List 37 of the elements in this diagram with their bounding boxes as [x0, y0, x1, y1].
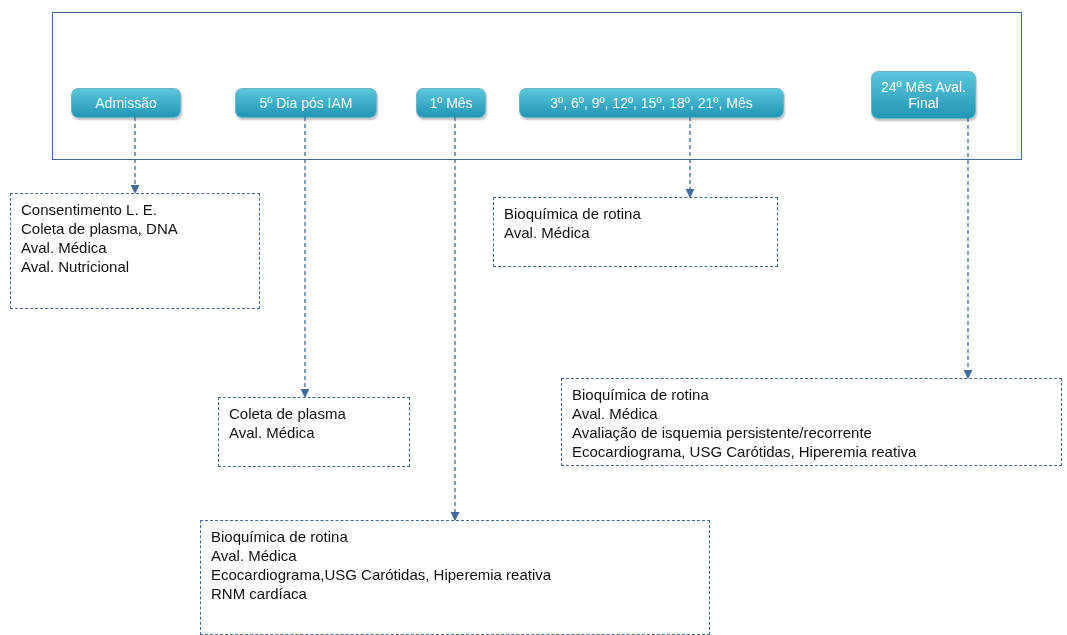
note-text: Coleta de plasma, DNA: [21, 219, 179, 238]
note-text: Coleta de plasma: [229, 404, 347, 423]
dashed-arrow: [450, 116, 460, 521]
note-text: RNM cardíaca: [211, 584, 308, 603]
note-text: Aval. Médica: [504, 223, 591, 242]
note-text: Bioquímica de rotina: [572, 385, 710, 404]
dashed-note-box: [218, 397, 410, 467]
note-text: Bioquímica de rotina: [211, 527, 349, 546]
timeline-stage-box: [235, 88, 377, 118]
stage-label: Admissão: [95, 94, 157, 112]
dashed-note-box: [200, 520, 710, 635]
dashed-arrow: [963, 117, 973, 379]
note-text: Consentimento L. E.: [21, 200, 158, 219]
note-text: Aval. Nutricional: [21, 257, 131, 276]
timeline-stage-box: [416, 88, 486, 118]
dashed-arrow: [300, 116, 310, 398]
stage-label: 3º, 6º, 9º, 12º, 15º, 18º, 21º, Mês: [550, 94, 753, 112]
dashed-arrow: [685, 116, 695, 198]
stage-label: 24º Mês Aval. Final: [880, 78, 967, 112]
note-text: Aval. Médica: [211, 546, 298, 565]
stage-label: 1º Mês: [429, 94, 473, 112]
note-text: Aval. Médica: [21, 238, 108, 257]
stage-label: 5º Dia pós IAM: [259, 94, 353, 112]
note-text: Aval. Médica: [229, 423, 316, 442]
note-text: Avaliação de isquemia persistente/recorrente: [572, 423, 873, 442]
dashed-note-box: [10, 193, 260, 309]
note-text: Ecocardiograma,USG Carótidas, Hiperemia reativa: [211, 565, 553, 584]
timeline-stage-box: [871, 71, 976, 119]
dashed-arrow: [130, 116, 140, 194]
note-text: Aval. Médica: [572, 404, 659, 423]
dashed-note-box: [493, 197, 778, 267]
timeline-frame: [52, 12, 1022, 160]
dashed-note-box: [561, 378, 1062, 466]
note-text: Bioquímica de rotina: [504, 204, 642, 223]
timeline-stage-box: [519, 88, 784, 118]
timeline-stage-box: [71, 88, 181, 118]
note-text: Ecocardiograma, USG Carótidas, Hiperemia reativa: [572, 442, 918, 461]
